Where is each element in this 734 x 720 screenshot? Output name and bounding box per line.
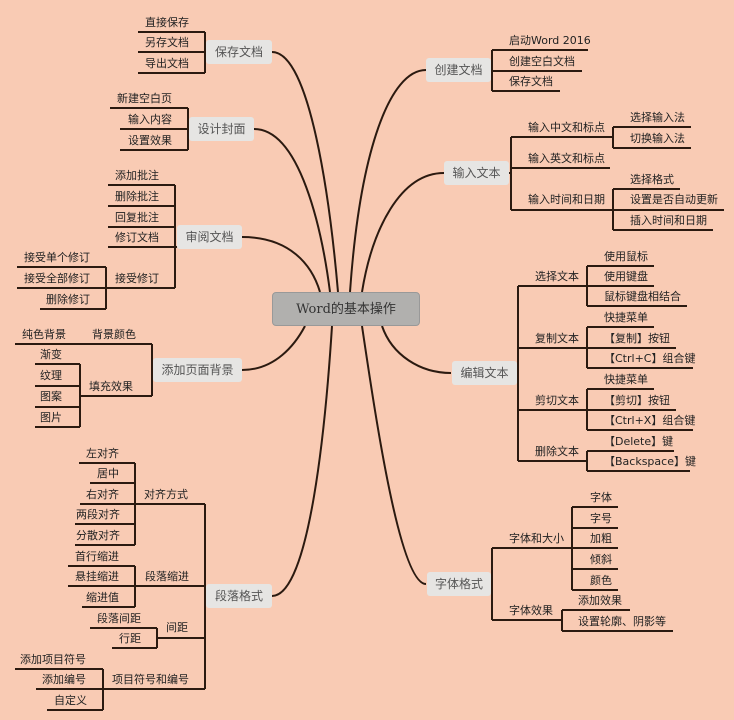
leaf[interactable]: 纯色背景	[22, 328, 66, 341]
leaf[interactable]: 选择输入法	[630, 111, 685, 124]
leaf[interactable]: 启动Word 2016	[509, 34, 591, 47]
leaf[interactable]: 图案	[40, 390, 62, 403]
leaf[interactable]: 首行缩进	[75, 550, 119, 563]
leaf[interactable]: 行距	[119, 632, 141, 645]
leaf[interactable]: 加粗	[590, 532, 612, 545]
leaf[interactable]: 【复制】按钮	[604, 332, 670, 345]
leaf[interactable]: 设置效果	[128, 134, 172, 147]
leaf[interactable]: 添加项目符号	[20, 653, 86, 666]
branch-paragraph[interactable]: 段落格式	[206, 584, 272, 608]
branch-create[interactable]: 创建文档	[426, 58, 491, 82]
leaf[interactable]: 选择格式	[630, 173, 674, 186]
leaf[interactable]: 自定义	[54, 694, 87, 707]
leaf[interactable]: 设置轮廓、阴影等	[578, 615, 666, 628]
subtopic[interactable]: 背景颜色	[92, 328, 136, 341]
subtopic[interactable]: 复制文本	[535, 332, 579, 345]
leaf[interactable]: 添加批注	[115, 169, 159, 182]
branch-background[interactable]: 添加页面背景	[153, 358, 242, 382]
leaf[interactable]: 图片	[40, 411, 62, 424]
leaf[interactable]: 段落间距	[97, 612, 141, 625]
leaf[interactable]: 添加编号	[42, 673, 86, 686]
leaf[interactable]: 字号	[590, 512, 612, 525]
subtopic[interactable]: 剪切文本	[535, 394, 579, 407]
branch-cover[interactable]: 设计封面	[189, 117, 254, 141]
leaf[interactable]: 删除修订	[46, 293, 90, 306]
leaf[interactable]: 新建空白页	[117, 92, 172, 105]
leaf[interactable]: 切换输入法	[630, 132, 685, 145]
leaf[interactable]: 悬挂缩进	[75, 570, 119, 583]
subtopic[interactable]: 输入中文和标点	[528, 121, 605, 134]
leaf[interactable]: 设置是否自动更新	[630, 193, 718, 206]
leaf[interactable]: 左对齐	[86, 447, 119, 460]
leaf[interactable]: 鼠标键盘相结合	[604, 290, 681, 303]
leaf[interactable]: 快捷菜单	[604, 311, 648, 324]
leaf[interactable]: 创建空白文档	[509, 55, 575, 68]
leaf[interactable]: 直接保存	[145, 16, 189, 29]
curve-background	[241, 325, 306, 371]
leaf[interactable]: 添加效果	[578, 594, 622, 607]
leaf[interactable]: 删除批注	[115, 190, 159, 203]
leaf[interactable]: 修订文档	[115, 231, 159, 244]
leaf[interactable]: 【Delete】键	[604, 435, 674, 448]
subtopic[interactable]: 接受修订	[115, 272, 159, 285]
leaf[interactable]: 颜色	[590, 574, 612, 587]
root-node[interactable]: Word的基本操作	[272, 292, 420, 326]
curve-review	[241, 236, 321, 293]
branch-input[interactable]: 输入文本	[444, 161, 509, 185]
curve-paragraph	[271, 325, 333, 597]
leaf[interactable]: 缩进值	[86, 591, 119, 604]
subtopic[interactable]: 间距	[166, 621, 188, 634]
leaf[interactable]: 另存文档	[145, 36, 189, 49]
branch-edit[interactable]: 编辑文本	[452, 361, 517, 385]
leaf[interactable]: 输入内容	[128, 113, 172, 126]
leaf[interactable]: 【Backspace】键	[604, 455, 696, 468]
curve-input	[361, 172, 445, 293]
leaf[interactable]: 接受单个修订	[24, 251, 90, 264]
subtopic[interactable]: 对齐方式	[144, 488, 188, 501]
leaf[interactable]: 两段对齐	[76, 508, 120, 521]
leaf[interactable]: 导出文档	[145, 57, 189, 70]
leaf[interactable]: 回复批注	[115, 211, 159, 224]
leaf[interactable]: 字体	[590, 491, 612, 504]
curve-save	[271, 51, 339, 293]
leaf[interactable]: 接受全部修订	[24, 272, 90, 285]
subtopic[interactable]: 项目符号和编号	[112, 673, 189, 686]
subtopic[interactable]: 段落缩进	[145, 570, 189, 583]
subtopic[interactable]: 输入英文和标点	[528, 152, 605, 165]
curve-cover	[253, 128, 331, 293]
leaf[interactable]: 【Ctrl+C】组合键	[604, 352, 696, 365]
curve-edit	[381, 325, 452, 374]
leaf[interactable]: 使用鼠标	[604, 250, 648, 263]
subtopic[interactable]: 删除文本	[535, 445, 579, 458]
leaf[interactable]: 快捷菜单	[604, 373, 648, 386]
subtopic[interactable]: 选择文本	[535, 270, 579, 283]
subtopic[interactable]: 输入时间和日期	[528, 193, 605, 206]
leaf[interactable]: 【Ctrl+X】组合键	[604, 414, 696, 427]
leaf[interactable]: 【剪切】按钮	[604, 394, 670, 407]
leaf[interactable]: 居中	[97, 467, 119, 480]
leaf[interactable]: 右对齐	[86, 488, 119, 501]
leaf[interactable]: 分散对齐	[76, 529, 120, 542]
subtopic[interactable]: 填充效果	[89, 380, 133, 393]
curve-create	[349, 69, 427, 293]
branch-review[interactable]: 审阅文档	[177, 225, 242, 249]
leaf[interactable]: 渐变	[40, 348, 62, 361]
subtopic[interactable]: 字体和大小	[509, 532, 564, 545]
curve-font	[361, 325, 427, 585]
branch-font[interactable]: 字体格式	[427, 572, 491, 596]
leaf[interactable]: 使用键盘	[604, 270, 648, 283]
leaf[interactable]: 纹理	[40, 369, 62, 382]
subtopic[interactable]: 字体效果	[509, 604, 553, 617]
leaf[interactable]: 保存文档	[509, 75, 553, 88]
leaf[interactable]: 插入时间和日期	[630, 214, 707, 227]
leaf[interactable]: 倾斜	[590, 553, 612, 566]
branch-save[interactable]: 保存文档	[206, 40, 272, 64]
